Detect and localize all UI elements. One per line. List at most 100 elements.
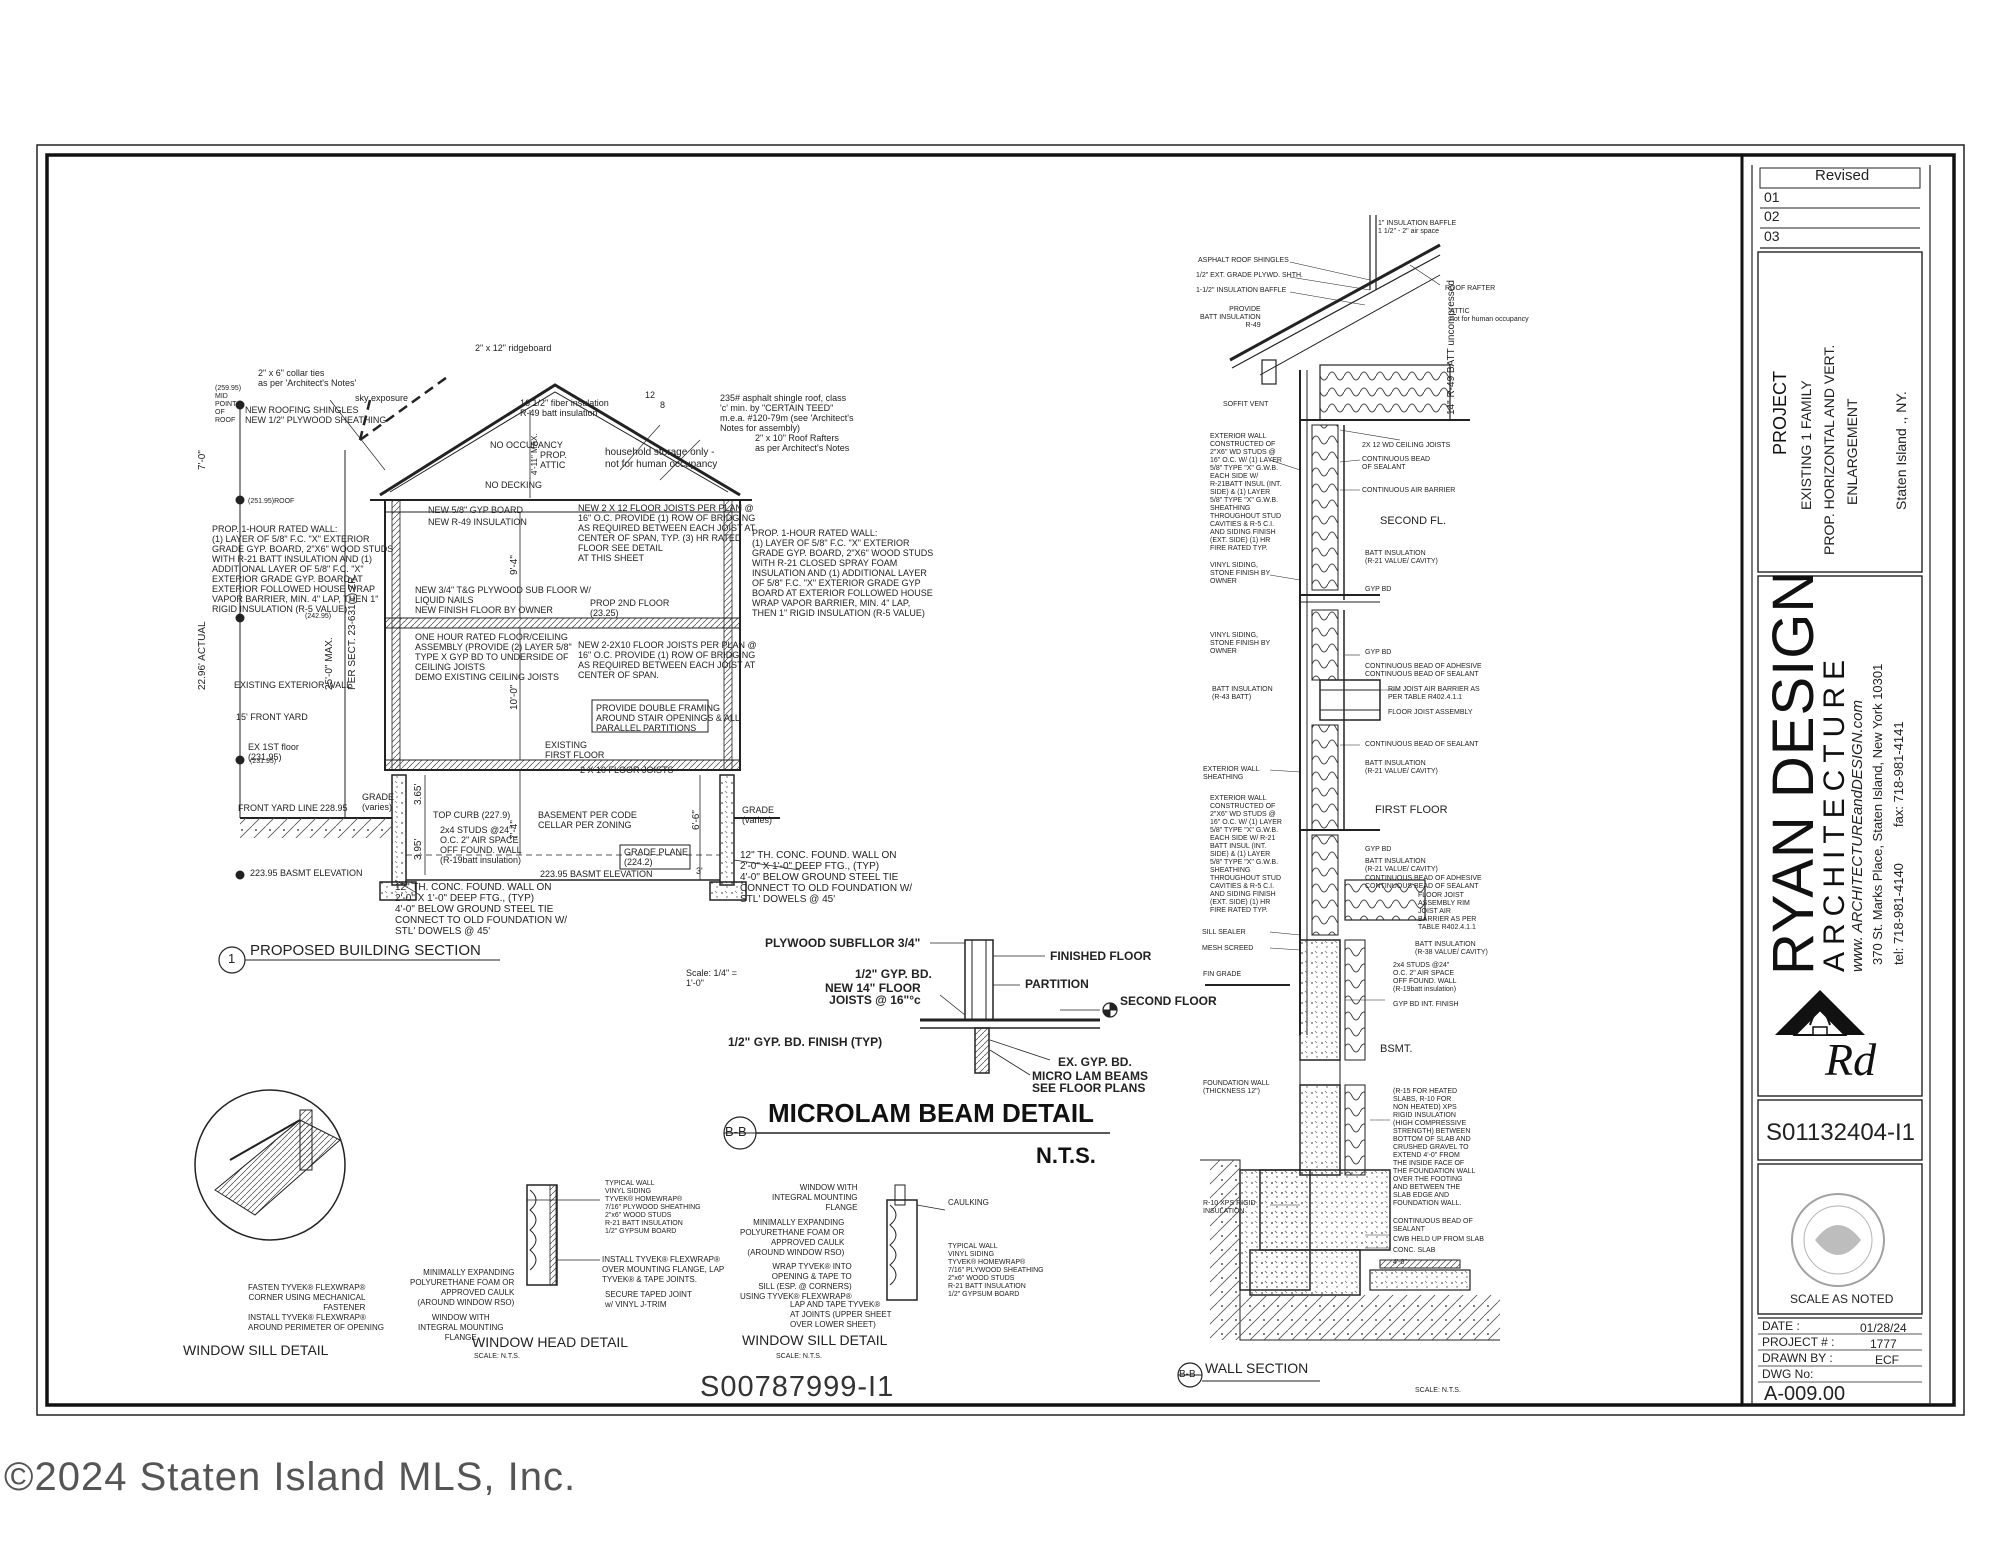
section-scale: Scale: 1/4" = 1'-0" xyxy=(686,968,737,988)
drawn-by: ECF xyxy=(1875,1353,1899,1367)
label-grade-right: GRADE (varies) xyxy=(742,805,775,825)
wall-4-0: 4'-0" xyxy=(1393,1259,1407,1266)
window-head-detail xyxy=(526,1184,600,1286)
wall-title: WALL SECTION xyxy=(1205,1360,1309,1376)
firm-name: RYAN DESIGN xyxy=(1761,569,1826,975)
label-roofing: NEW ROOFING SHINGLES NEW 1/2" PLYWOOD SH… xyxy=(245,405,387,425)
head-secure: SECURE TAPED JOINT w/ VINYL J-TRIM xyxy=(605,1290,692,1309)
beam-gyp: 1/2" GYP. BD. xyxy=(855,967,932,981)
wall-bsmt: BSMT. xyxy=(1380,1043,1413,1055)
wall-gyp-2a: GYP BD xyxy=(1365,649,1392,656)
beam-joists: NEW 14" FLOOR JOISTS @ 16"°c xyxy=(825,981,921,1007)
wall-adhesive: CONTINUOUS BEAD OF ADHESIVE CONTINUOUS B… xyxy=(1365,663,1482,678)
wall-sill-sealer: SILL SEALER xyxy=(1202,929,1246,936)
label-r49: NEW R-49 INSULATION xyxy=(428,517,527,527)
wall-attic: ATTIC not for human occupancy xyxy=(1450,308,1529,323)
wall-floor-joist: FLOOR JOIST ASSEMBLY xyxy=(1388,709,1473,716)
label-elevation-bsmt-left: 223.95 BASMT ELEVATION xyxy=(250,868,363,878)
head-title: WINDOW HEAD DETAIL xyxy=(472,1334,629,1350)
window-sill-detail-1 xyxy=(194,1089,346,1241)
wall-batt-38: BATT INSULATION (R-38 VALUE/ CAVITY) xyxy=(1415,941,1488,956)
label-foundation-left: 12" TH. CONC. FOUND. WALL ON 2'-0" X 1'-… xyxy=(395,882,568,937)
wall-sealant-2: CONTINUOUS BEAD OF SEALANT xyxy=(1365,741,1479,748)
label-sky-exposure: sky exposure xyxy=(355,393,409,403)
label-elevation: 228.95 xyxy=(320,803,348,813)
label-first-floor: EXISTING FIRST FLOOR xyxy=(545,740,605,760)
label-max-height: 25'-0" MAX. xyxy=(324,637,335,690)
head-flexwrap: INSTALL TYVEK® FLEXWRAP® OVER MOUNTING F… xyxy=(602,1255,725,1284)
sill2-title: WINDOW SILL DETAIL xyxy=(742,1332,888,1348)
revision-row: 02 xyxy=(1764,208,1780,224)
beam-plywood: PLYWOOD SUBFLLOR 3/4" xyxy=(765,936,921,950)
project-line-4: Staten Island ., NY. xyxy=(1893,391,1909,510)
window-sill-detail-2 xyxy=(886,1184,946,1301)
dim-9-4: 9'-4" xyxy=(509,555,520,575)
wall-batt-21c: BATT INSULATION (R-21 VALUE/ CAVITY) xyxy=(1365,858,1438,873)
head-scale: SCALE: N.T.S. xyxy=(474,1353,520,1360)
beam-title: MICROLAM BEAM DETAIL xyxy=(768,1098,1094,1128)
beam-micro-lam: MICRO LAM BEAMS SEE FLOOR PLANS xyxy=(1032,1069,1148,1095)
label-elev-roof: (251.95)ROOF xyxy=(248,498,295,505)
dim-attic: 4'-11" MAX. xyxy=(530,433,539,475)
project-number-label: PROJECT # : xyxy=(1762,1335,1835,1349)
label-rated-wall-right: PROP. 1-HOUR RATED WALL: (1) LAYER OF 5/… xyxy=(752,528,934,618)
sill2-window: WINDOW WITH INTEGRAL MOUNTING FLANGE xyxy=(772,1183,858,1212)
date-label: DATE : xyxy=(1762,1319,1800,1333)
project-number: 1777 xyxy=(1870,1337,1897,1351)
svg-text:Rd: Rd xyxy=(1824,1034,1877,1085)
label-grade-left: GRADE (varies) xyxy=(362,792,395,812)
label-collar-ties: 2" x 6" collar ties as per 'Architect's … xyxy=(258,368,357,388)
sill1-fasten: FASTEN TYVEK® FLEXWRAP® CORNER USING MEC… xyxy=(248,1283,366,1312)
wall-air-barrier: CONTINUOUS AIR BARRIER xyxy=(1362,487,1456,494)
head-window: WINDOW WITH INTEGRAL MOUNTING FLANGE xyxy=(418,1313,504,1342)
label-grade-plane: GRADE PLANE (224.2) xyxy=(624,847,689,867)
wall-plywood: 1/2" EXT. GRADE PLYWD. SHTH. xyxy=(1196,272,1303,279)
sill2-caulking: CAULKING xyxy=(948,1198,989,1207)
dwg-number: A-009.00 xyxy=(1764,1383,1846,1405)
wall-batt-14: 14" R-49 BATT uncompressed xyxy=(1446,280,1457,415)
label-one-hour: ONE HOUR RATED FLOOR/CEILING ASSEMBLY (P… xyxy=(415,632,572,682)
dim-3: 3' xyxy=(696,866,703,876)
wall-exterior-1: EXTERIOR WALL CONSTRUCTED OF 2"X6" WD ST… xyxy=(1210,433,1282,552)
label-existing-wall: EXISTING EXTERIOR WALL xyxy=(234,680,352,690)
label-elev-first: (231.95) xyxy=(250,758,277,765)
wall-roof-rafter: ROOF RAFTER xyxy=(1445,285,1496,292)
wall-gyp: GYP BD xyxy=(1365,586,1392,593)
date-value: 01/28/24 xyxy=(1860,1321,1907,1335)
label-studs: 2x4 STUDS @24" O.C. 2" AIR SPACE OFF FOU… xyxy=(440,825,522,865)
wall-slab: CONC. SLAB xyxy=(1393,1247,1436,1254)
wall-foundation: FOUNDATION WALL (THICKNESS 12") xyxy=(1203,1080,1270,1095)
dim-3-65: 3.65' xyxy=(413,783,424,805)
revision-row: 03 xyxy=(1764,228,1780,244)
label-shingle-roof: 235# asphalt shingle roof, class 'c' min… xyxy=(720,393,854,433)
sill1-title: WINDOW SILL DETAIL xyxy=(183,1342,329,1358)
section-callout-number: 1 xyxy=(228,951,236,966)
label-front-yard-line: FRONT YARD LINE xyxy=(238,803,319,813)
label-no-decking: NO DECKING xyxy=(485,480,543,490)
wall-vinyl-2: VINYL SIDING, STONE FINISH BY OWNER xyxy=(1210,632,1271,655)
beam-second-floor: SECOND FLOOR xyxy=(1120,994,1217,1008)
scale-note: SCALE AS NOTED xyxy=(1790,1292,1894,1306)
label-ridgeboard: 2" x 12" ridgeboard xyxy=(475,343,552,353)
label-gyp-board: NEW 5/8" GYP BOARD xyxy=(428,505,524,515)
wall-soffit: SOFFIT VENT xyxy=(1223,401,1269,408)
wall-vinyl-1: VINYL SIDING, STONE FINISH BY OWNER xyxy=(1210,562,1271,585)
wall-first-floor: FIRST FLOOR xyxy=(1375,804,1448,816)
beam-detail xyxy=(723,939,1118,1150)
wall-adhesive-2: CONTINUOUS BEAD OF ADHESIVE CONTINUOUS B… xyxy=(1365,875,1482,890)
wall-gyp-int: GYP BD INT. FINISH xyxy=(1393,1001,1459,1008)
label-subfloor: NEW 3/4" T&G PLYWOOD SUB FLOOR W/ LIQUID… xyxy=(415,585,591,615)
label-pitch: 8 xyxy=(660,400,666,410)
revisions-header: Revised xyxy=(1815,167,1870,184)
dim-6-6: 6'-6" xyxy=(691,810,702,830)
beam-finished-floor: FINISHED FLOOR xyxy=(1050,949,1152,963)
sill2-wrap: WRAP TYVEK® INTO OPENING & TAPE TO SILL … xyxy=(740,1262,852,1301)
project-line-1: EXISTING 1 FAMILY xyxy=(1798,380,1814,510)
label-rafters: 2" x 10" Roof Rafters as per Architect's… xyxy=(755,433,850,453)
firm-logo: Rd xyxy=(1775,990,1877,1085)
wall-bead-3: CONTINUOUS BEAD OF SEALANT xyxy=(1393,1218,1473,1233)
beam-callout: B-B xyxy=(725,1124,747,1139)
mls-watermark: ©2024 Staten Island MLS, Inc. xyxy=(4,1455,577,1499)
label-basement: BASEMENT PER CODE CELLAR PER ZONING xyxy=(538,810,637,830)
